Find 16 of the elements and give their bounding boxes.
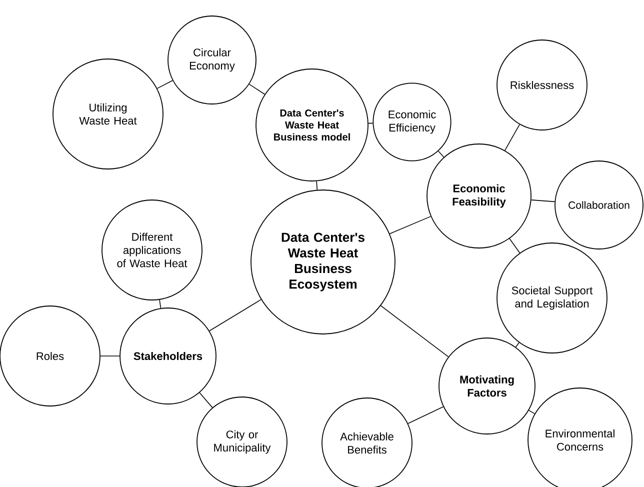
connector-line	[389, 216, 432, 234]
connector-line	[504, 124, 520, 151]
connector-line	[380, 305, 449, 358]
connector-line	[156, 80, 173, 89]
connector-line	[159, 299, 162, 308]
connector-line	[528, 410, 536, 414]
connector-line	[248, 84, 266, 95]
connector-line	[209, 299, 262, 332]
connector-line	[368, 122, 374, 124]
connector-line	[316, 180, 318, 190]
connector-line	[438, 150, 444, 158]
connector-line	[199, 392, 213, 408]
connector-line	[509, 238, 520, 254]
connector-line	[515, 342, 520, 348]
connector-line	[408, 406, 444, 424]
connector-line	[530, 200, 556, 202]
